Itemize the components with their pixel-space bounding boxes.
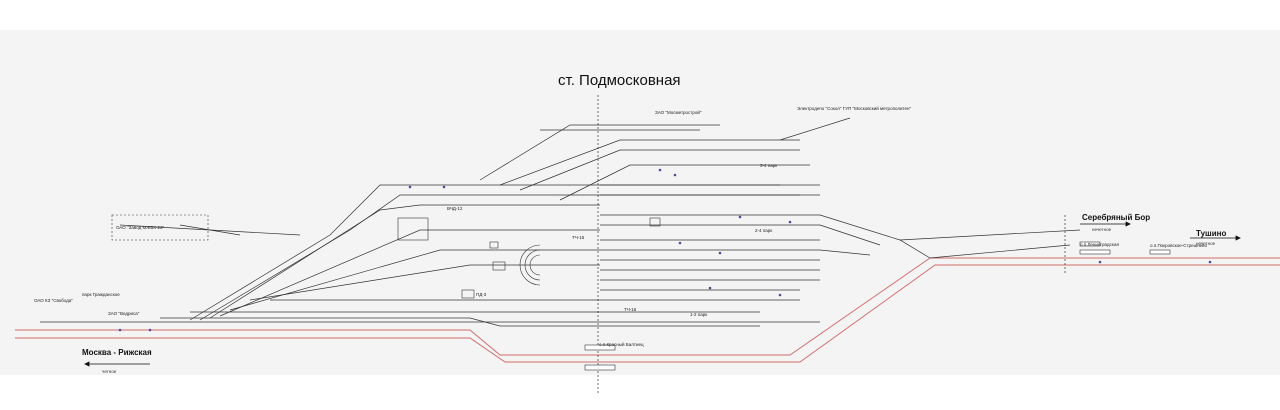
dest-tushino-direction: нечетное: [1196, 241, 1216, 246]
branch-power: [779, 117, 851, 141]
bottom-whitespace-right: [975, 395, 1280, 410]
throat-5: [929, 244, 1071, 259]
label-vch: ВЧД-12: [447, 206, 463, 211]
label-metro-depot: ЗАО "Мосметрострой": [655, 110, 702, 115]
label-pd: ПД-3: [476, 292, 487, 297]
turntable: [519, 244, 541, 286]
label-power-depot: Электродепо "Сокол" ГУП "Московский метр…: [797, 106, 912, 111]
track-fan-6: [249, 264, 600, 301]
main-line-1: [15, 257, 1280, 356]
label-leningradskaya: о.п.Ленинградская: [1080, 242, 1119, 247]
tracks: [15, 95, 1280, 395]
dest-moscow-direction: четное: [102, 369, 117, 374]
label-park-12: 1-2 парк: [690, 312, 708, 317]
track-up-3: [559, 164, 810, 201]
label-svoboda: ОАО КЗ "Свобода": [34, 298, 73, 303]
page-title: ст. Подмосковная: [558, 72, 681, 89]
dest-serebryany-bor: Серебряный Бор: [1082, 213, 1151, 222]
label-tch2: ТЧ-16: [624, 307, 637, 312]
label-park-24: 2-4 парк: [755, 228, 773, 233]
label-plant: ОАО "Завод МЖБК-23": [116, 225, 165, 230]
bottom-whitespace-left: [0, 375, 500, 410]
throat-4: [899, 229, 1081, 241]
dest-serebryany-direction: нечетное: [1092, 227, 1112, 232]
label-krasny-baltiets: о.п.Красный Балтиец: [599, 342, 644, 347]
top-whitespace: [0, 0, 500, 30]
label-tch: ТЧ-15: [572, 235, 585, 240]
track-fan-3: [209, 204, 600, 319]
track-fan-4: [219, 229, 600, 317]
dest-moscow: Москва - Рижская: [82, 348, 152, 357]
buildings: [397, 217, 661, 299]
main-line-2: [15, 264, 1280, 363]
label-pokrovskoe: о.п.Покровское-Стрешнево: [1150, 243, 1208, 248]
branch-metro: [479, 124, 720, 181]
label-park-34: 3-4 парк: [760, 163, 778, 168]
track-b2: [160, 317, 760, 327]
plant-box: [111, 214, 209, 241]
plant-spur-2: [179, 224, 241, 236]
label-park: парк Гражданское: [82, 292, 120, 297]
direction-arrows: [84, 221, 1241, 367]
signals: [118, 168, 1212, 332]
track-up-2: [519, 149, 800, 191]
track-fan-5: [229, 249, 600, 311]
platforms: [584, 241, 1171, 371]
label-ozas: ЗАО "Ведриса": [108, 311, 140, 316]
track-up-1: [499, 139, 800, 186]
dest-tushino: Тушино: [1196, 229, 1227, 238]
diagram-band: [0, 30, 1280, 375]
throat-2: [819, 224, 881, 246]
throat-3: [819, 249, 871, 256]
